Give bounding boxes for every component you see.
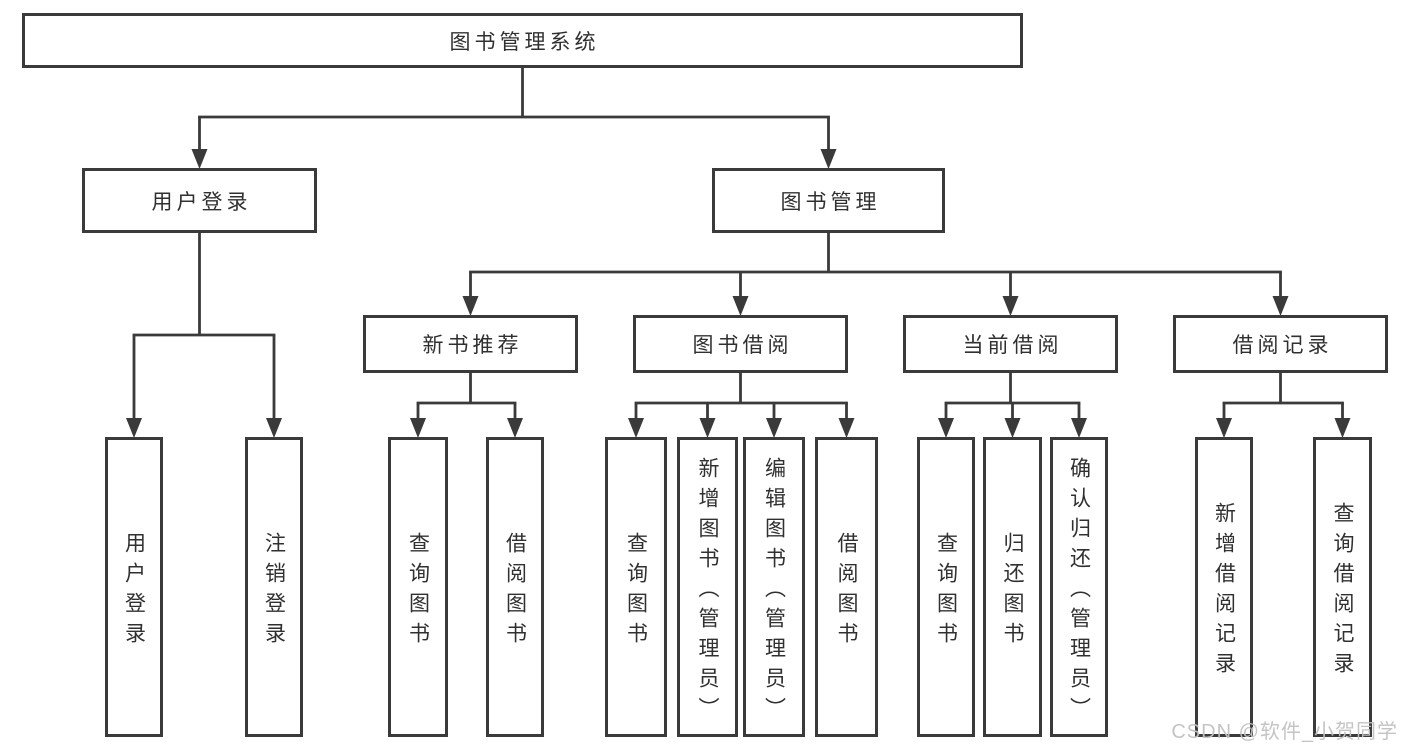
node-label-new-book-recommend: 新书推荐 [422, 334, 523, 357]
arrowhead-icon [410, 418, 426, 438]
node-root: 图书管理系统 [22, 13, 1023, 68]
arrowhead-icon [1004, 418, 1021, 438]
node-label-leaf-nb-query: 查询图书 [406, 531, 430, 652]
node-leaf-cb-return: 归还图书 [983, 437, 1042, 737]
node-label-leaf-logout: 注销登录 [262, 531, 286, 652]
node-label-user-login: 用户登录 [151, 190, 252, 214]
node-leaf-bb-edit: 编辑图书（管理员） [743, 437, 805, 737]
arrowhead-icon [1334, 418, 1351, 438]
arrowhead-icon [820, 149, 837, 169]
node-user-login: 用户登录 [82, 168, 317, 233]
arrowhead-icon [507, 418, 523, 438]
node-label-root: 图书管理系统 [449, 30, 600, 54]
arrowhead-icon [126, 418, 142, 438]
node-label-leaf-user-login: 用户登录 [122, 531, 146, 652]
node-label-book-borrow: 图书借阅 [692, 334, 793, 357]
arrowhead-icon [1071, 418, 1087, 438]
node-label-leaf-bb-add: 新增图书（管理员） [696, 456, 719, 727]
node-leaf-br-add: 新增借阅记录 [1195, 437, 1253, 737]
node-book-management: 图书管理 [712, 168, 945, 233]
node-leaf-nb-borrow: 借阅图书 [486, 437, 544, 737]
node-label-leaf-br-add: 新增借阅记录 [1212, 501, 1236, 682]
arrowhead-icon [732, 296, 749, 316]
arrowhead-icon [1272, 296, 1289, 316]
node-leaf-bb-query: 查询图书 [605, 437, 667, 737]
node-label-book-management: 图书管理 [780, 190, 881, 214]
arrowhead-icon [191, 149, 208, 169]
node-leaf-bb-borrow: 借阅图书 [815, 437, 878, 737]
arrowhead-icon [699, 418, 716, 438]
node-leaf-logout: 注销登录 [245, 437, 303, 737]
node-label-leaf-bb-query: 查询图书 [624, 531, 648, 652]
node-new-book-recommend: 新书推荐 [363, 315, 578, 373]
arrowhead-icon [766, 418, 782, 438]
arrowhead-icon [266, 418, 282, 438]
node-leaf-cb-confirm: 确认归还（管理员） [1050, 437, 1108, 737]
node-book-borrow: 图书借阅 [633, 315, 848, 373]
arrowhead-icon [838, 418, 855, 438]
arrowhead-icon [462, 296, 479, 316]
node-label-leaf-cb-return: 归还图书 [1001, 531, 1024, 652]
node-label-borrow-record: 借阅记录 [1232, 334, 1333, 357]
node-label-current-borrow: 当前借阅 [962, 334, 1063, 357]
arrowhead-icon [1216, 418, 1232, 438]
node-label-leaf-nb-borrow: 借阅图书 [503, 531, 527, 652]
arrowhead-icon [938, 418, 954, 438]
node-leaf-nb-query: 查询图书 [388, 437, 448, 737]
node-label-leaf-bb-edit: 编辑图书（管理员） [762, 456, 786, 727]
csdn-watermark: CSDN @软件_小贺同学 [1171, 721, 1398, 743]
node-label-leaf-cb-query: 查询图书 [934, 531, 958, 652]
node-leaf-cb-query: 查询图书 [917, 437, 975, 737]
arrowhead-icon [1002, 296, 1019, 316]
node-leaf-bb-add: 新增图书（管理员） [677, 437, 738, 737]
node-label-leaf-br-query: 查询借阅记录 [1331, 501, 1354, 682]
node-current-borrow: 当前借阅 [903, 315, 1118, 373]
node-leaf-br-query: 查询借阅记录 [1313, 437, 1372, 737]
node-borrow-record: 借阅记录 [1173, 315, 1388, 373]
arrowhead-icon [628, 418, 644, 438]
node-label-leaf-cb-confirm: 确认归还（管理员） [1067, 456, 1091, 727]
node-label-leaf-bb-borrow: 借阅图书 [835, 531, 858, 652]
node-leaf-user-login: 用户登录 [105, 437, 163, 737]
